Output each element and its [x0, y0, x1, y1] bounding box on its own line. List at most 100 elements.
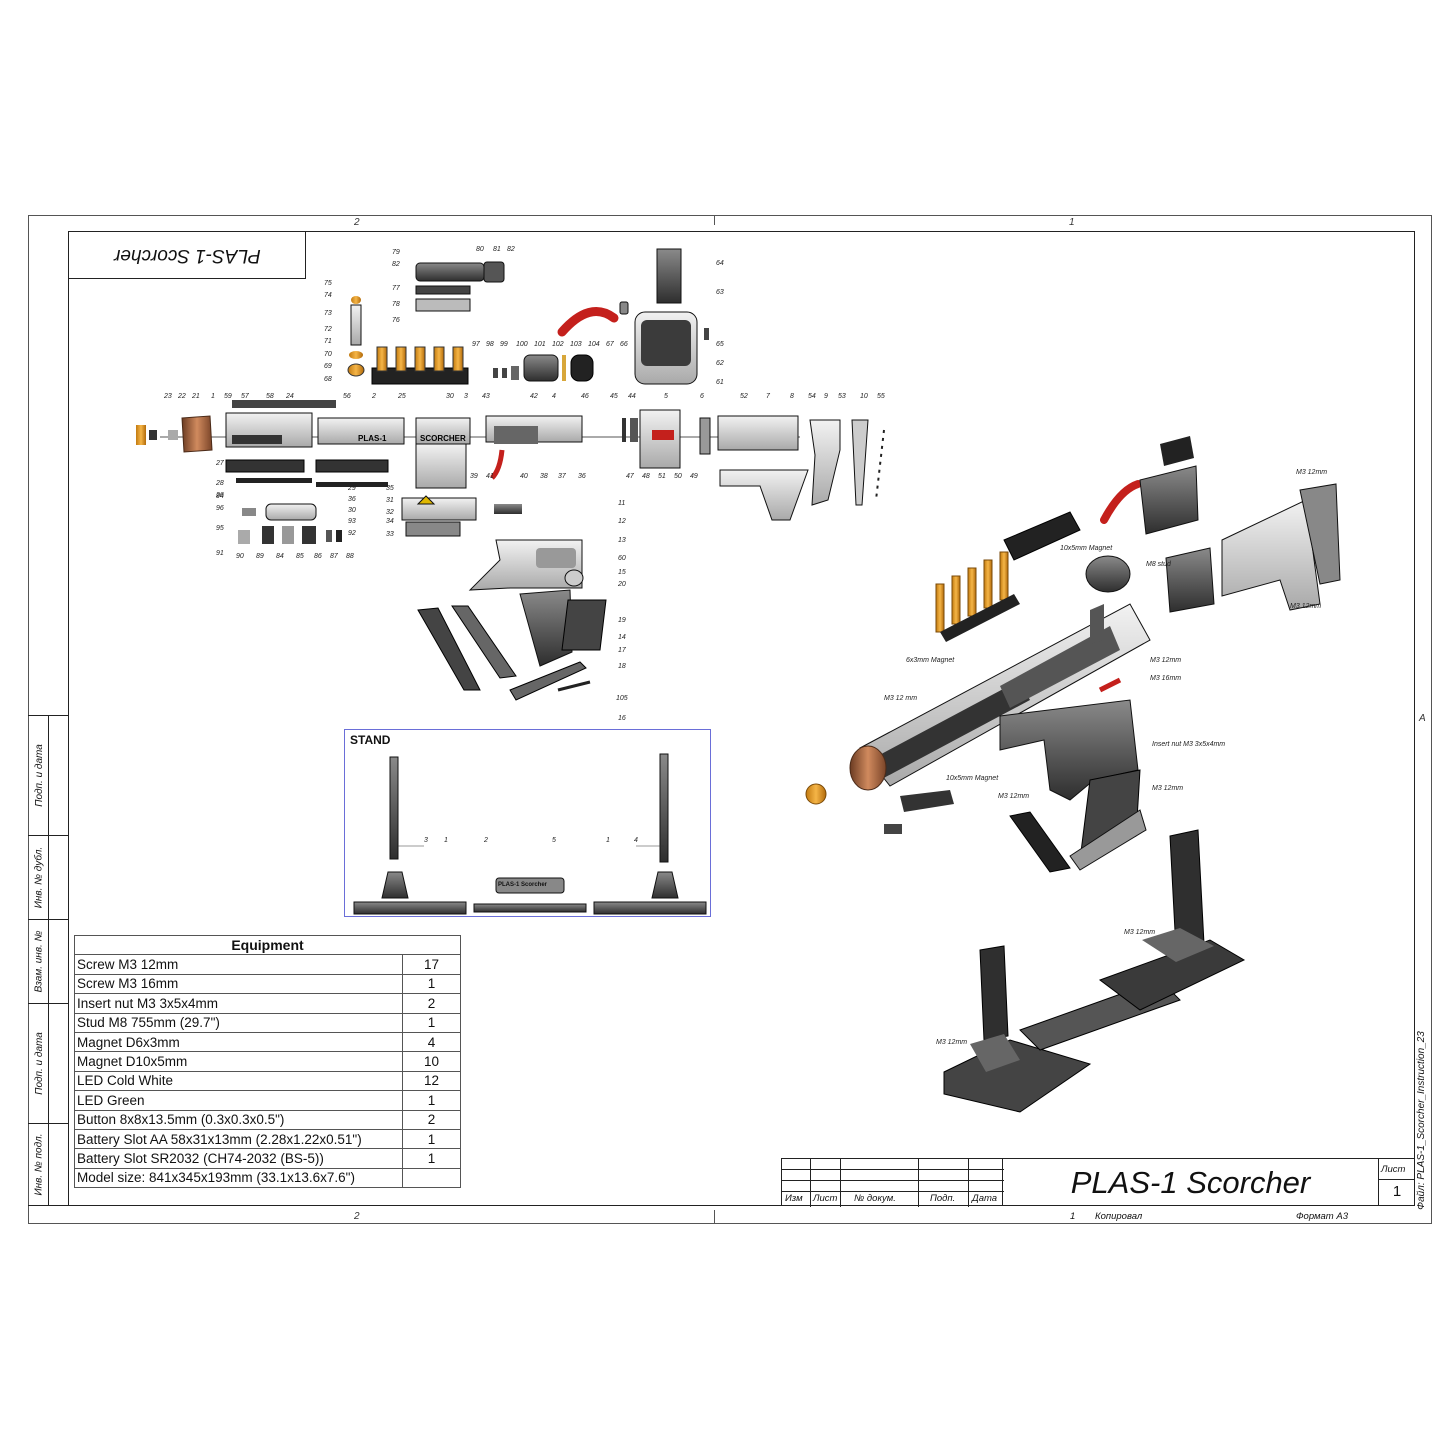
svg-text:24: 24	[285, 393, 294, 400]
annotation: M3 12mm	[936, 1039, 967, 1046]
svg-text:75: 75	[324, 280, 332, 287]
equipment-item: LED Green	[74, 1090, 403, 1111]
side-cell: Подп. и дата	[28, 1003, 68, 1123]
zone-divider-bottom	[714, 1210, 715, 1224]
svg-text:38: 38	[540, 473, 548, 480]
svg-text:76: 76	[392, 317, 400, 324]
svg-text:56: 56	[343, 393, 351, 400]
equipment-qty: 10	[402, 1051, 461, 1072]
small-parts-row	[493, 354, 594, 382]
svg-text:11: 11	[618, 500, 625, 507]
annotation: M3 16mm	[1150, 675, 1181, 682]
svg-text:66: 66	[620, 341, 628, 348]
table-row: Battery Slot AA 58x31x13mm (2.28x1.22x0.…	[74, 1128, 461, 1150]
equipment-qty: 2	[402, 993, 461, 1014]
svg-text:86: 86	[314, 553, 322, 560]
svg-text:7: 7	[766, 393, 771, 400]
svg-text:52: 52	[740, 393, 748, 400]
equipment-item: LED Cold White	[74, 1070, 403, 1092]
grip-parts	[417, 504, 607, 701]
svg-text:103: 103	[570, 341, 582, 348]
equipment-qty: 17	[402, 954, 461, 975]
svg-text:6: 6	[700, 393, 704, 400]
col-list-label: Лист	[813, 1193, 838, 1204]
svg-text:57: 57	[241, 393, 250, 400]
equipment-qty: 1	[402, 1128, 461, 1150]
equipment-qty: 12	[402, 1070, 461, 1092]
side-cell: Подп. и дата	[28, 715, 68, 835]
svg-text:41: 41	[486, 473, 494, 480]
barrel-tube-part	[415, 261, 505, 312]
stand-callout: 4	[634, 837, 638, 844]
svg-text:15: 15	[618, 569, 626, 576]
equipment-qty: 4	[402, 1031, 461, 1053]
svg-text:58: 58	[266, 393, 274, 400]
svg-text:64: 64	[716, 260, 724, 267]
emitter-stack-part	[347, 296, 365, 377]
filename-vertical: Файл: PLAS-1_Scorcher_Instruction_23	[1409, 1020, 1433, 1220]
equipment-item: Button 8x8x13.5mm (0.3x0.3x0.5")	[74, 1109, 403, 1130]
annotation: M8 stud	[1146, 561, 1172, 568]
svg-text:13: 13	[618, 537, 626, 544]
svg-text:102: 102	[552, 341, 564, 348]
svg-text:61: 61	[716, 379, 724, 386]
svg-text:79: 79	[392, 249, 400, 256]
svg-text:105: 105	[616, 695, 628, 702]
annotation: 10x5mm Magnet	[1060, 545, 1113, 552]
svg-text:10: 10	[860, 393, 868, 400]
equipment-qty: 1	[402, 1090, 461, 1111]
svg-text:43: 43	[482, 393, 490, 400]
annotation: M3 12mm	[1296, 469, 1327, 476]
svg-text:14: 14	[618, 634, 626, 641]
svg-text:87: 87	[330, 553, 339, 560]
svg-text:85: 85	[296, 553, 304, 560]
stand-callouts: 3 1 2 5 1 4	[424, 837, 638, 844]
stand-callout: 1	[444, 837, 448, 844]
equipment-qty: 1	[402, 1012, 461, 1033]
side-cell: Инв. № дубл.	[28, 835, 68, 919]
svg-text:54: 54	[808, 393, 816, 400]
rotated-title-box: PLAS-1 Scorcher	[68, 231, 306, 279]
svg-text:44: 44	[628, 393, 636, 400]
svg-text:90: 90	[236, 553, 244, 560]
svg-text:88: 88	[346, 553, 354, 560]
svg-text:25: 25	[397, 393, 406, 400]
svg-text:89: 89	[256, 553, 264, 560]
equipment-qty	[402, 1167, 461, 1189]
equipment-item: Battery Slot AA 58x31x13mm (2.28x1.22x0.…	[74, 1128, 403, 1150]
svg-text:82: 82	[507, 246, 515, 253]
annotation: 10x5mm Magnet	[946, 775, 999, 782]
equipment-item: Stud M8 755mm (29.7")	[74, 1012, 403, 1033]
svg-text:53: 53	[838, 393, 846, 400]
svg-text:101: 101	[534, 341, 546, 348]
drawing-sheet-inner-frame	[68, 231, 1415, 1206]
svg-text:98: 98	[486, 341, 494, 348]
svg-text:94: 94	[216, 493, 224, 500]
svg-text:9: 9	[824, 393, 828, 400]
title-block: Изм Лист № докум. Подп. Дата PLAS-1 Scor…	[781, 1158, 1415, 1207]
equipment-item: Screw M3 12mm	[74, 954, 403, 975]
svg-text:69: 69	[324, 363, 332, 370]
svg-text:36: 36	[578, 473, 586, 480]
zone-marker-top-left: 2	[354, 217, 360, 228]
svg-text:74: 74	[324, 292, 332, 299]
revision-grid: Изм Лист № докум. Подп. Дата	[781, 1158, 1004, 1207]
annotation: M3 12mm	[1290, 603, 1321, 610]
svg-text:48: 48	[642, 473, 650, 480]
col-doc-label: № докум.	[854, 1193, 896, 1204]
stand-callout: 3	[424, 837, 428, 844]
svg-text:99: 99	[500, 341, 508, 348]
stand-callout: 1	[606, 837, 610, 844]
svg-text:34: 34	[386, 518, 394, 525]
red-hose-part	[557, 307, 619, 337]
equipment-table-title: Equipment	[74, 934, 461, 956]
svg-text:17: 17	[618, 647, 627, 654]
battery-box-part	[634, 248, 709, 385]
svg-text:92: 92	[348, 530, 356, 537]
svg-text:81: 81	[493, 246, 501, 253]
equipment-item: Magnet D10x5mm	[74, 1051, 403, 1072]
side-cell: Инв. № подл.	[28, 1123, 68, 1206]
